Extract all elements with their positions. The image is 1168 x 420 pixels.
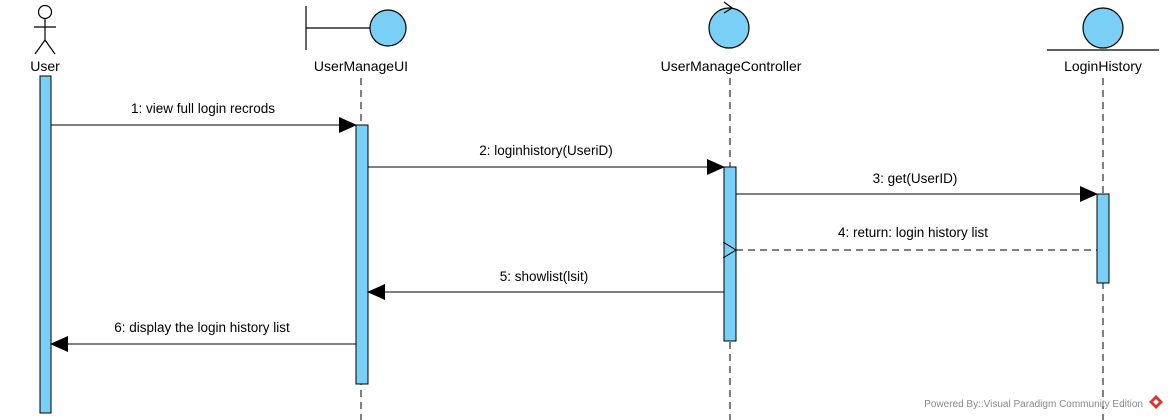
message-4-label: 4: return: login history list — [838, 225, 988, 240]
lifeline-name-usermanageui: UserManageUI — [314, 58, 408, 74]
message-3-label: 3: get(UserID) — [873, 171, 958, 186]
lifeline-name-loginhistory: LoginHistory — [1064, 58, 1142, 74]
watermark-text: Powered By::Visual Paradigm Community Ed… — [924, 399, 1143, 410]
activation-bar-usermanagecontroller — [723, 166, 737, 342]
message-6: 6: display the login history list — [50, 320, 356, 352]
message-1: 1: view full login recrods — [51, 101, 357, 133]
lifeline-user: User — [30, 4, 60, 414]
lifeline-usermanagecontroller: UserManageController — [661, 1, 802, 420]
message-5-label: 5: showlist(lsit) — [500, 269, 589, 284]
message-3: 3: get(UserID) — [736, 171, 1098, 202]
visual-paradigm-logo-icon — [1149, 395, 1163, 409]
activation-bar-usermanageui — [355, 124, 369, 385]
activation-bar-user — [39, 75, 52, 414]
lifeline-loginhistory: LoginHistory — [1047, 7, 1159, 420]
message-1-label: 1: view full login recrods — [131, 101, 275, 116]
message-2-label: 2: loginhistory(UseriD) — [479, 143, 613, 158]
control-icon — [708, 1, 750, 49]
message-4: 4: return: login history list — [736, 225, 1097, 250]
boundary-icon — [305, 6, 407, 50]
lifeline-usermanageui: UserManageUI — [305, 6, 408, 420]
message-2: 2: loginhistory(UseriD) — [368, 143, 725, 175]
actor-icon — [34, 4, 56, 55]
entity-icon — [1047, 7, 1159, 51]
message-5: 5: showlist(lsit) — [367, 269, 724, 300]
lifeline-name-user: User — [30, 58, 60, 74]
activation-bar-loginhistory — [1096, 193, 1110, 284]
watermark: Powered By::Visual Paradigm Community Ed… — [924, 395, 1163, 410]
message-6-label: 6: display the login history list — [114, 320, 290, 335]
lifeline-name-usermanagecontroller: UserManageController — [661, 58, 802, 74]
